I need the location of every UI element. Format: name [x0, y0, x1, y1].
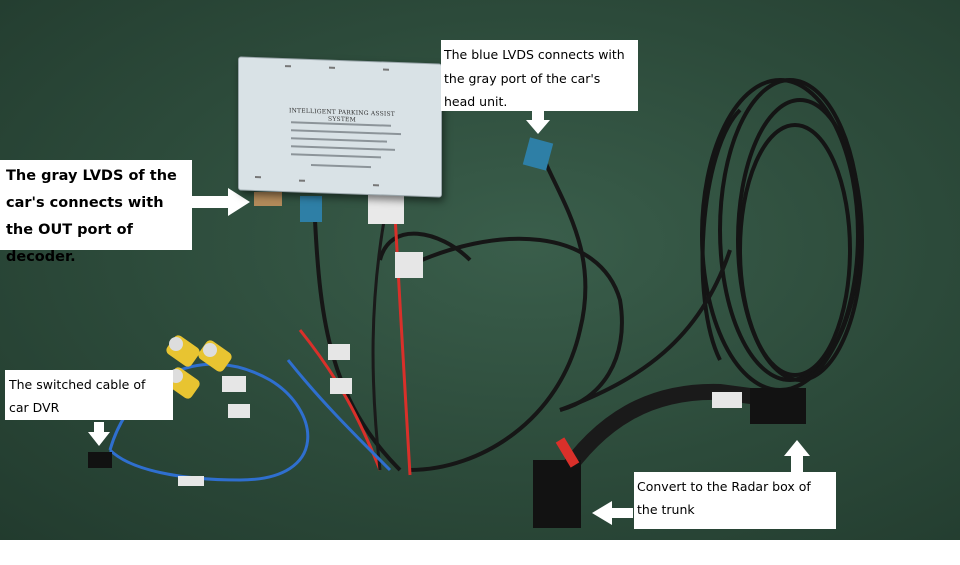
- port-label: [329, 66, 335, 69]
- gray-lvds-note: The gray LVDS of the car's connects with…: [0, 160, 192, 265]
- barcode: [311, 163, 371, 169]
- spec-line: [291, 129, 401, 136]
- cable-coil: [700, 78, 864, 392]
- port-label: [299, 179, 305, 182]
- wire-tags: [178, 252, 742, 486]
- radar-connector: [533, 460, 581, 528]
- gray-lvds-out-port: [254, 192, 282, 206]
- cables-drawing: [88, 78, 864, 528]
- braided-harness: [553, 383, 782, 485]
- port-label: [255, 176, 261, 179]
- spec-line: [291, 145, 395, 151]
- arrow-down-icon: [526, 111, 550, 134]
- arrow-up-icon: [784, 440, 810, 472]
- callout-arrows: [88, 111, 810, 525]
- radar-box-note: Convert to the Radar box of the trunk: [634, 472, 836, 529]
- signal-wires: [286, 214, 412, 476]
- port-label: [373, 184, 379, 187]
- dvr-cable-note: The switched cable of car DVR: [5, 370, 173, 420]
- arrow-left-icon: [592, 501, 633, 525]
- arrow-down-icon-dvr: [88, 422, 110, 446]
- dvr-plug: [88, 452, 112, 468]
- blue-lvds-connector: [522, 137, 554, 171]
- decoder-box: INTELLIGENT PARKING ASSIST SYSTEM: [238, 56, 442, 198]
- port-label: [383, 68, 389, 71]
- spec-line: [291, 153, 381, 159]
- rca-connectors: [166, 335, 232, 399]
- arrow-right-icon: [192, 188, 250, 216]
- connector-wires: [555, 437, 580, 468]
- blue-lvds-note: The blue LVDS connects with the gray por…: [441, 40, 638, 111]
- harness-plug: [750, 388, 806, 424]
- multi-pin-connector: [368, 194, 404, 224]
- blue-lvds-box-port: [300, 196, 322, 222]
- spec-line: [291, 137, 387, 143]
- port-label: [285, 65, 291, 68]
